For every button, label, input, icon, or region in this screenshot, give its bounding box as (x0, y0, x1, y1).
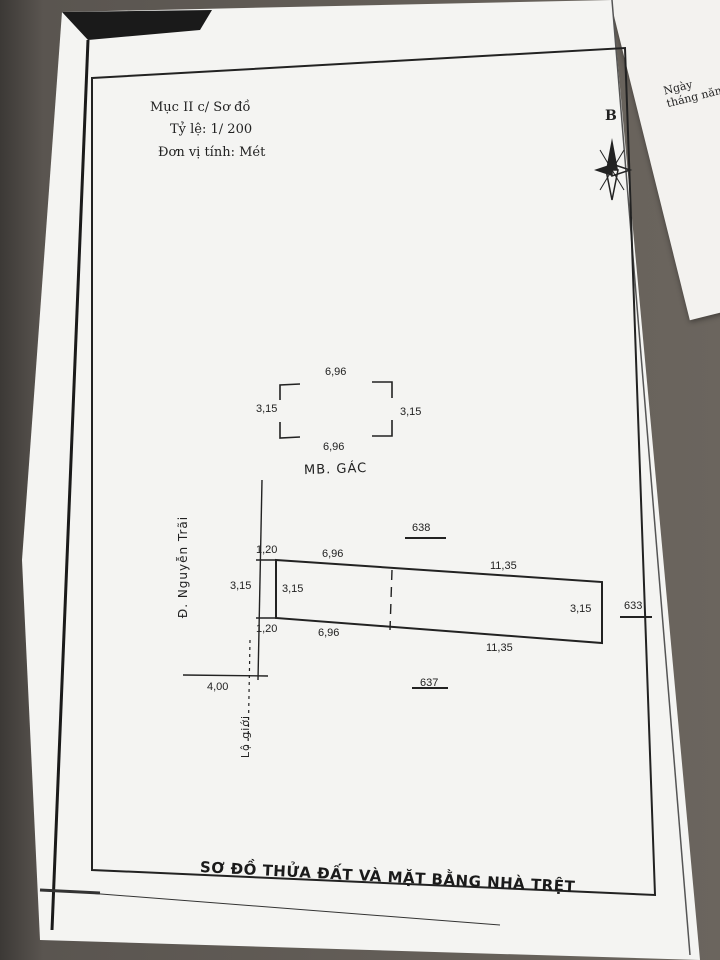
right-edge-line (611, 0, 691, 956)
upper-top-width: 6,96 (325, 366, 347, 378)
top-right-dimension: 11,35 (490, 560, 517, 572)
parcel-north-number: 638 (412, 522, 431, 534)
north-label: B (605, 108, 617, 124)
scale-label: Tỷ lệ: 1/ 200 (170, 122, 253, 137)
left-inner-height: 3,15 (282, 583, 304, 595)
upper-floor-plan (279, 381, 393, 439)
unit-label: Đơn vị tính: Mét (158, 145, 266, 160)
parcel-boundary-line (257, 479, 263, 681)
upper-bottom-width: 6,96 (323, 441, 345, 453)
upper-left-height: 3,15 (256, 403, 278, 415)
top-left-dimension: 1,20 (256, 544, 278, 556)
setback-dimension: 4,00 (207, 681, 229, 693)
left-outer-height: 3,15 (230, 580, 252, 592)
parcel-south-number: 637 (420, 677, 439, 689)
left-edge-line (50, 39, 90, 931)
frame-border (91, 46, 657, 897)
right-height: 3,15 (570, 603, 592, 615)
parcel-east-number: 633 (624, 600, 643, 612)
bottom-mid-dimension: 6,96 (318, 627, 340, 639)
bottom-right-dimension: 11,35 (486, 642, 513, 654)
bottom-left-dimension: 1,20 (256, 623, 278, 635)
upper-plan-title: MB. GÁC (303, 460, 368, 479)
upper-right-height: 3,15 (400, 406, 422, 418)
street-name: Đ. Nguyễn Trãi (176, 515, 191, 619)
setback-dimension-line (182, 674, 269, 677)
setback-line (247, 639, 251, 751)
setback-label: Lộ giới (239, 714, 253, 759)
north-arrow (594, 138, 633, 201)
section-title: Mục II c/ Sơ đồ (150, 100, 251, 115)
ground-floor-plan (182, 479, 652, 751)
top-mid-dimension: 6,96 (322, 548, 344, 560)
photocopy-smudge (62, 10, 212, 40)
house-footprint (275, 558, 603, 645)
